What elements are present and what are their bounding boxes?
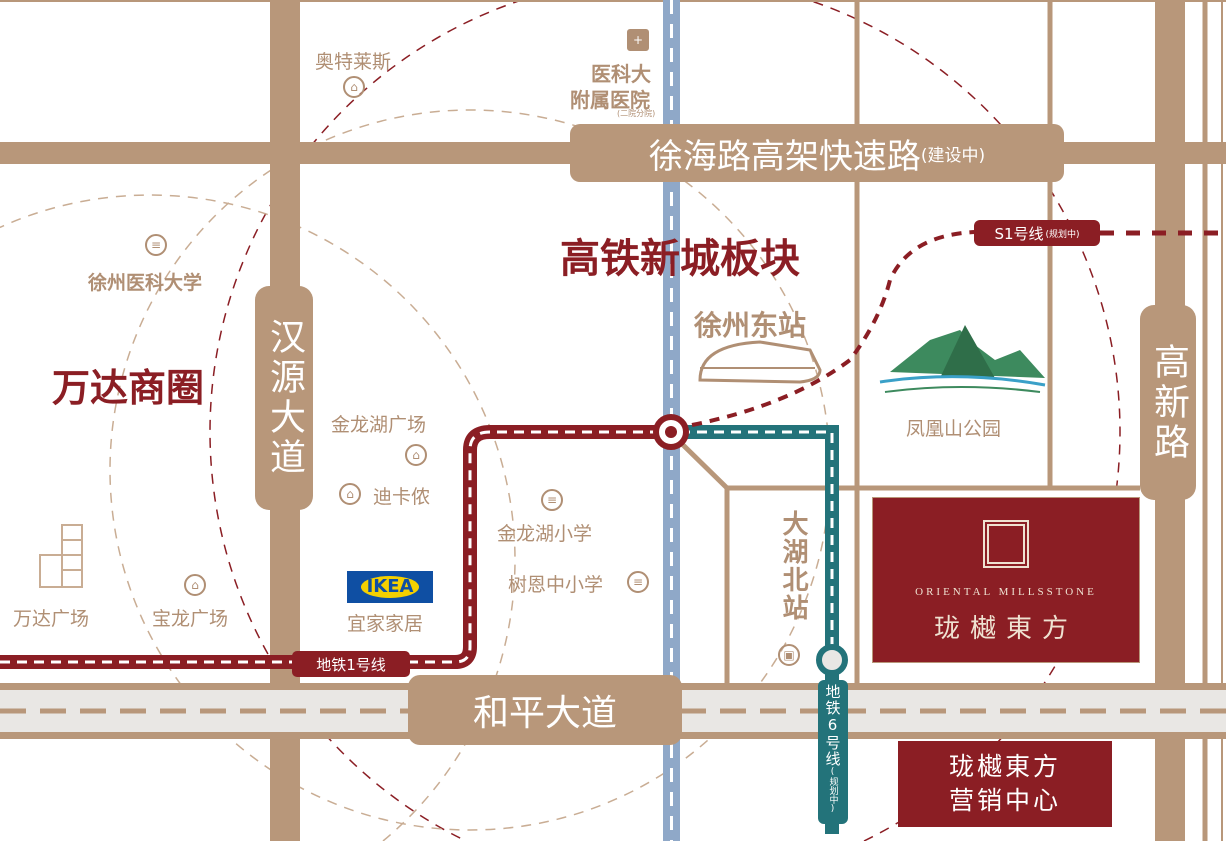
project-logo-icon — [983, 520, 1029, 568]
metro-line-1 — [0, 425, 665, 669]
s1-line-name: S1号线 — [994, 224, 1044, 243]
train-icon — [698, 340, 822, 384]
metro-line6-status: (规划中) — [827, 767, 838, 814]
xuhai-road-status: (建设中) — [920, 145, 986, 166]
poi-hospital-note: (二院分院) — [617, 109, 656, 118]
metro-line6-label: 地铁6号线 (规划中) — [818, 680, 848, 824]
wanda-building-icon — [39, 524, 83, 588]
hospital-icon: + — [627, 29, 649, 51]
shopping-bag-icon: ⌂ — [184, 574, 206, 596]
project-card: ORIENTAL MILLSSTONE 珑樾東方 — [872, 497, 1140, 663]
wanda-district-label: 万达商圈 — [52, 366, 205, 410]
ikea-logo: IKEA — [347, 571, 433, 603]
metro-station-icon: ▣ — [778, 644, 800, 666]
heping-road-label: 和平大道 — [408, 675, 682, 745]
hanyuan-road-label: 汉源大道 — [255, 286, 313, 510]
sales-center-line1: 珑樾東方 — [948, 752, 1061, 781]
shopping-bag-icon: ⌂ — [405, 444, 427, 466]
poi-dahu-station: 大湖北站 — [778, 510, 808, 622]
poi-jinlonghu-school: 金龙湖小学 — [497, 523, 593, 545]
s1-line-label: S1号线(规划中) — [974, 220, 1100, 246]
s1-line — [691, 230, 976, 427]
poi-east-station: 徐州东站 — [694, 309, 807, 342]
shopping-bag-icon: ⌂ — [343, 76, 365, 98]
gaotie-district-label: 高铁新城板块 — [560, 236, 800, 282]
project-name: 珑樾東方 — [933, 614, 1078, 644]
poi-medical-univ: 徐州医科大学 — [88, 272, 203, 294]
sales-center-card: 珑樾東方 营销中心 — [898, 741, 1112, 827]
poi-aotelaisi: 奥特莱斯 — [315, 51, 392, 73]
xuhai-road-name: 徐海路高架快速路 — [648, 136, 921, 177]
school-icon: ≡ — [145, 234, 167, 256]
poi-hospital-line1: 医科大 — [591, 62, 651, 86]
metro-line6-name: 地铁6号线 — [823, 684, 842, 767]
mountain-park-icon — [879, 325, 1046, 393]
shopping-bag-icon: ⌂ — [339, 483, 361, 505]
poi-ikea: 宜家家居 — [347, 613, 424, 635]
sales-center-line2: 营销中心 — [948, 786, 1061, 815]
poi-wanda-plaza: 万达广场 — [13, 608, 90, 630]
metro6-station-marker — [816, 644, 848, 676]
school-icon: ≡ — [541, 489, 563, 511]
poi-baolong: 宝龙广场 — [152, 608, 229, 630]
poi-jinlonghu-plaza: 金龙湖广场 — [331, 414, 427, 436]
poi-fenghuang-park: 凤凰山公园 — [906, 418, 1002, 440]
poi-shuen-school: 树恩中小学 — [508, 574, 604, 596]
project-logo-text: ORIENTAL MILLSSTONE — [915, 586, 1097, 598]
metro-line1-label: 地铁1号线 — [292, 651, 410, 677]
ikea-logo-text: IKEA — [360, 576, 420, 598]
s1-line-status: (规划中) — [1045, 229, 1080, 240]
xuhai-road-label: 徐海路高架快速路(建设中) — [570, 124, 1064, 182]
poi-hospital-line2: 附属医院 — [570, 88, 650, 112]
poi-dikanong: 迪卡侬 — [373, 486, 431, 508]
metro-line-6 — [680, 425, 839, 834]
gaoxin-road-label: 高新路 — [1140, 305, 1196, 500]
school-icon: ≡ — [627, 571, 649, 593]
